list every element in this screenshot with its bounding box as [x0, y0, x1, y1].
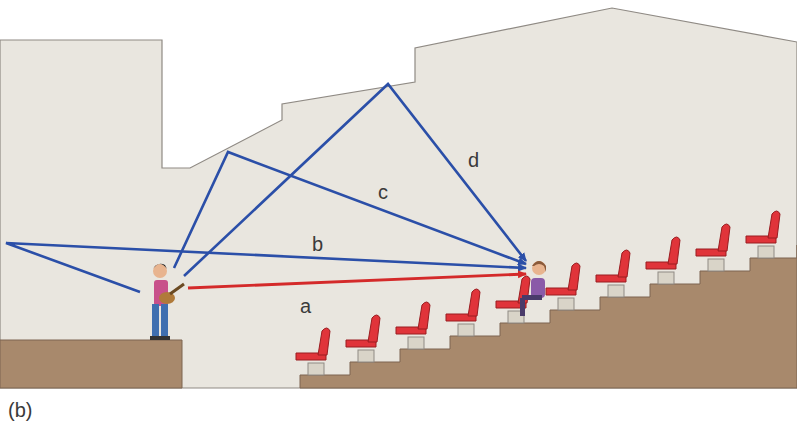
seat: [346, 315, 380, 362]
hall-wall: [0, 8, 797, 388]
seat: [546, 263, 580, 310]
sound-ray-b: [6, 243, 526, 292]
seat: [446, 289, 480, 336]
seat: [496, 276, 530, 323]
path-letter: d: [468, 150, 479, 170]
path-letter: a: [300, 296, 311, 316]
path-letter: c: [378, 182, 388, 202]
sound-ray-a: [188, 274, 526, 288]
sound-ray-d: [184, 84, 526, 276]
seat: [746, 211, 780, 258]
listener-figure: [520, 261, 546, 316]
seat-rows: [296, 211, 780, 375]
stage-floor: [0, 340, 182, 388]
seating-floor: [300, 245, 797, 388]
performer-figure: [150, 264, 184, 340]
path-letter: b: [312, 234, 323, 254]
seat: [296, 328, 330, 375]
seat: [696, 224, 730, 271]
seat: [596, 250, 630, 297]
panel-label: (b): [8, 400, 32, 420]
seat: [646, 237, 680, 284]
seat: [396, 302, 430, 349]
